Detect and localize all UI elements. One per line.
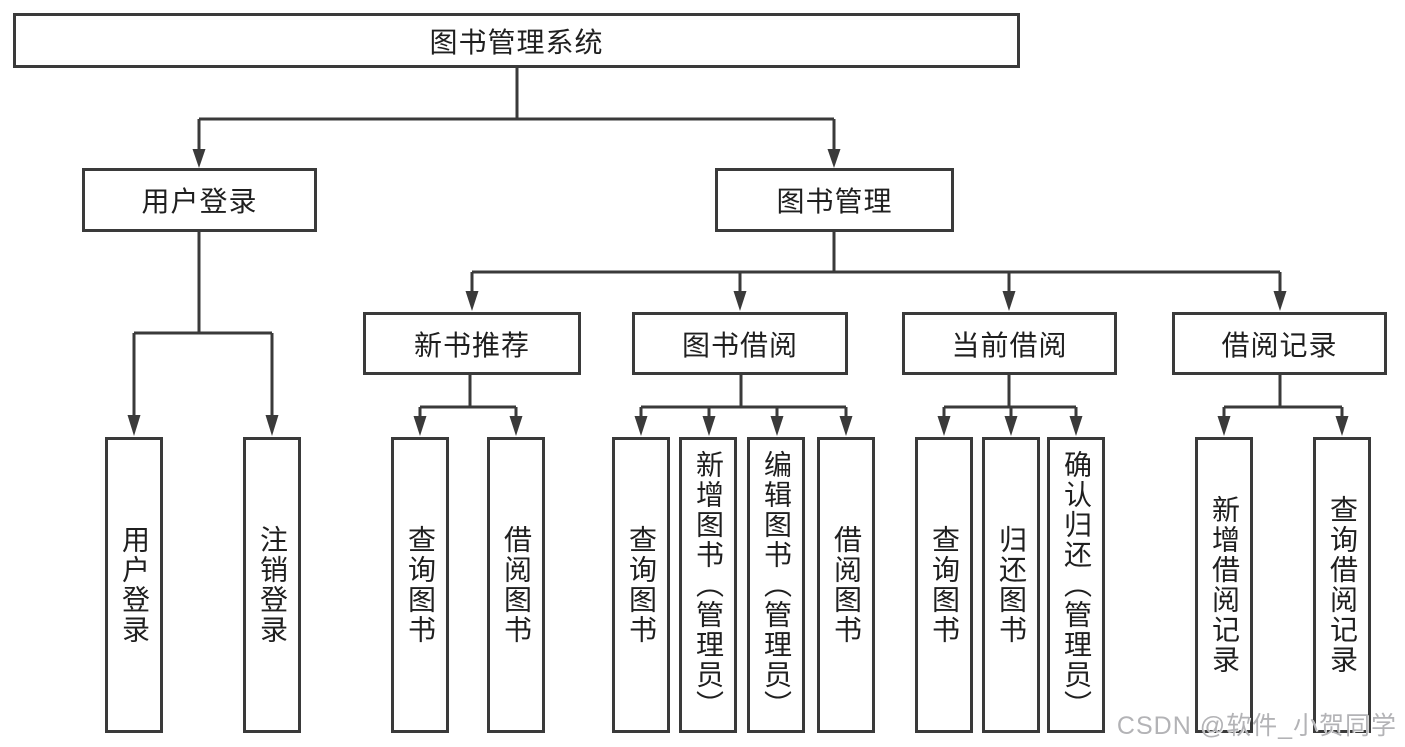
node-new-book-recommend: 新书推荐 xyxy=(363,312,581,375)
node-leaf-query-books-1: 查询图书 xyxy=(391,437,449,733)
node-book-management: 图书管理 xyxy=(715,168,954,232)
node-leaf-query-borrow-record: 查询借阅记录 xyxy=(1313,437,1371,733)
node-leaf-borrow-books-2: 借阅图书 xyxy=(817,437,875,733)
connector-book-borrow-to-children xyxy=(634,375,853,436)
node-book-borrow: 图书借阅 xyxy=(632,312,848,375)
node-current-borrow: 当前借阅 xyxy=(902,312,1117,375)
node-user-login: 用户登录 xyxy=(82,168,317,232)
node-leaf-logout: 注销登录 xyxy=(243,437,301,733)
node-borrow-records: 借阅记录 xyxy=(1172,312,1387,375)
connector-root-to-level2 xyxy=(192,68,841,168)
node-leaf-add-books-admin: 新增图书（管理员） xyxy=(679,437,737,733)
connector-current-borrow-to-children xyxy=(937,375,1083,436)
node-leaf-query-books-3: 查询图书 xyxy=(915,437,973,733)
node-leaf-return-books: 归还图书 xyxy=(982,437,1040,733)
node-leaf-user-login: 用户登录 xyxy=(105,437,163,733)
connector-user-login-to-children xyxy=(127,232,279,436)
node-leaf-add-borrow-record: 新增借阅记录 xyxy=(1195,437,1253,733)
csdn-watermark: CSDN @软件_小贺同学 xyxy=(1116,712,1397,740)
node-library-management-system: 图书管理系统 xyxy=(13,13,1020,68)
node-leaf-confirm-return-admin: 确认归还（管理员） xyxy=(1047,437,1105,733)
node-leaf-edit-books-admin: 编辑图书（管理员） xyxy=(747,437,805,733)
node-leaf-query-books-2: 查询图书 xyxy=(612,437,670,733)
connector-new-book-recommend-to-children xyxy=(413,375,523,436)
node-leaf-borrow-books-1: 借阅图书 xyxy=(487,437,545,733)
connector-book-management-to-level3 xyxy=(465,232,1287,311)
connector-borrow-records-to-children xyxy=(1217,375,1349,436)
